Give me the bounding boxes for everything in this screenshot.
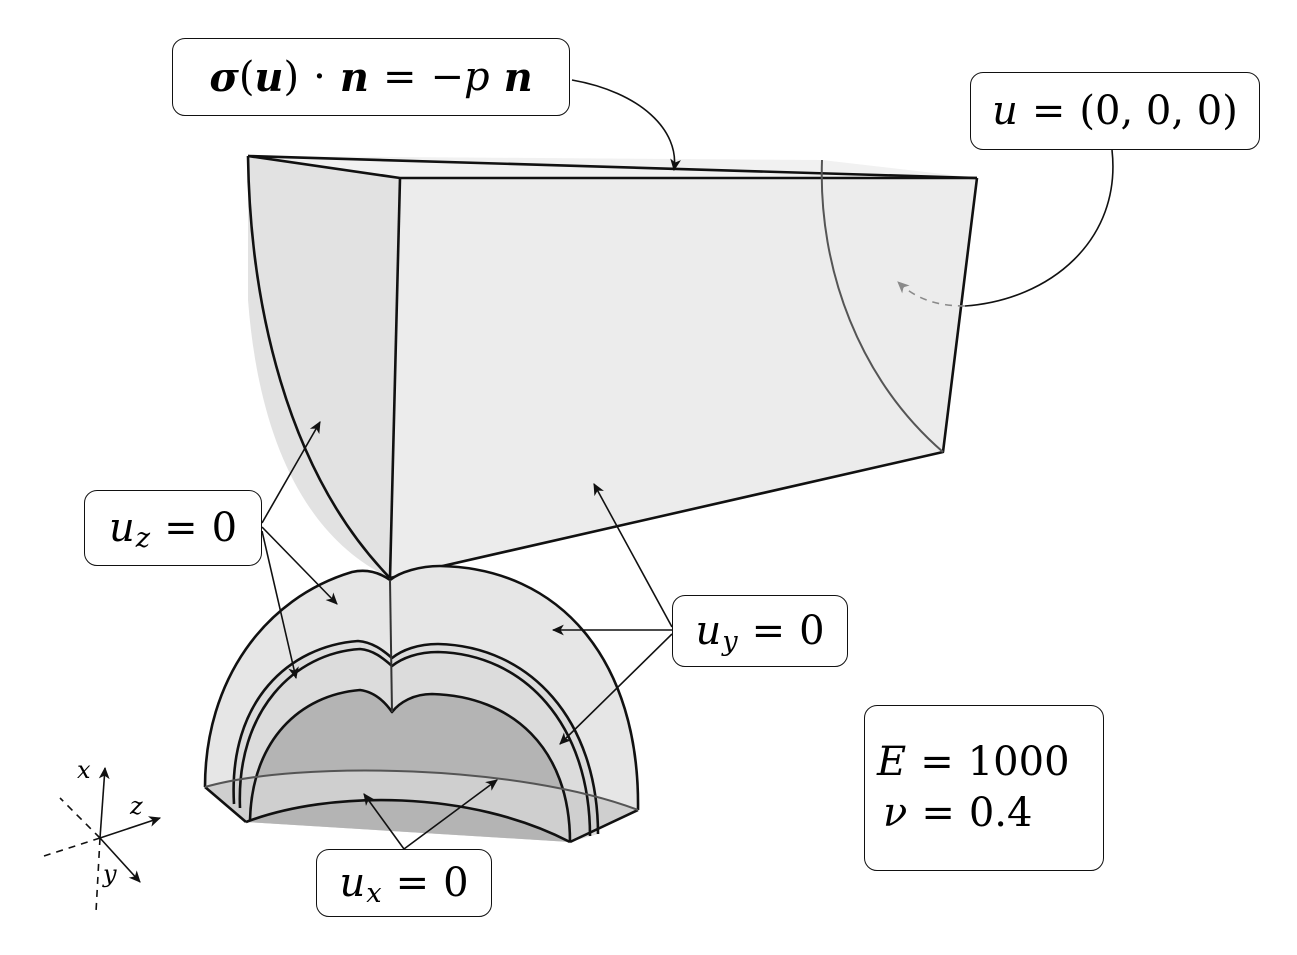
material-E-row: E = 1000 — [877, 737, 1070, 788]
traction-minus: − — [430, 54, 464, 100]
traction-n1: n — [339, 53, 369, 101]
traction-p: p — [463, 54, 490, 100]
material-E-value: 1000 — [967, 738, 1070, 785]
upper-block-front-face — [390, 178, 977, 578]
ux-var: u — [339, 860, 366, 906]
lower-arch — [203, 564, 640, 844]
upper-top-edge-back — [247, 154, 978, 180]
coordinate-axes — [43, 766, 162, 913]
upper-block — [246, 154, 979, 580]
traction-dot: · — [313, 54, 326, 100]
material-nu-eq: = — [921, 790, 955, 836]
arrow-fixed-dashed — [897, 281, 966, 307]
material-nu-row: ν = 0.4 — [877, 788, 1032, 839]
arrow-uy-1 — [593, 483, 673, 628]
ux-val: 0 — [443, 860, 469, 906]
uy-eq: = — [751, 608, 786, 654]
upper-block-curved-face — [248, 156, 400, 578]
material-nu-symbol: ν — [883, 790, 908, 836]
uz-sub: z — [135, 522, 151, 554]
axis-x-arrow — [98, 766, 110, 839]
axis-z-arrow — [99, 816, 162, 839]
axis-x-label: x — [77, 756, 91, 784]
arrow-ux-1 — [363, 793, 405, 850]
axis-x-dashed — [95, 837, 101, 913]
arrow-traction — [571, 79, 681, 172]
outer-arch-edge — [203, 564, 640, 811]
material-E-symbol: E — [877, 738, 907, 785]
bottom-left-edge — [204, 786, 247, 823]
material-E-eq: = — [920, 738, 954, 785]
traction-u: u — [254, 53, 284, 101]
uy-sub: y — [722, 625, 738, 657]
arrow-ux-2 — [403, 779, 498, 850]
upper-vertical-edge — [388, 177, 402, 579]
ux-eq: = — [395, 860, 430, 906]
uz-var: u — [108, 505, 135, 551]
upper-left-curve — [246, 155, 391, 579]
uz-val: 0 — [211, 505, 238, 551]
uy-val: 0 — [799, 608, 825, 654]
bottom-front-edge — [245, 798, 571, 844]
fixed-var: u — [992, 88, 1018, 134]
uy-var: u — [695, 608, 722, 654]
arrow-uz-1 — [261, 421, 321, 524]
ux-sub: x — [366, 877, 382, 909]
material-nu-value: 0.4 — [968, 790, 1033, 836]
axis-z-dashed — [43, 837, 101, 857]
bottom-back-edge — [204, 769, 639, 811]
arrow-fixed-solid — [964, 149, 1114, 307]
arrow-uy-3 — [559, 633, 673, 745]
traction-n2: n — [503, 53, 533, 101]
axis-y-dashed — [59, 797, 101, 839]
fixed-bc-label: u = (0, 0, 0) — [970, 72, 1260, 150]
fixed-eq: = — [1031, 88, 1066, 134]
fixed-value: (0, 0, 0) — [1079, 88, 1238, 134]
lower-vertical-edge — [389, 579, 393, 713]
material-params-box: E = 1000 ν = 0.4 — [864, 705, 1104, 871]
traction-sigma: σ — [209, 53, 239, 101]
axis-z-label: z — [130, 792, 143, 820]
traction-eq: = — [382, 54, 417, 100]
axis-y-arrow — [99, 837, 141, 883]
upper-back-arc — [820, 159, 944, 453]
arrow-uz-2 — [261, 526, 338, 605]
axis-y-label: y — [103, 860, 117, 888]
uz-eq: = — [164, 505, 198, 551]
arrow-uz-3 — [261, 530, 299, 680]
bottom-right-edge — [569, 808, 639, 844]
